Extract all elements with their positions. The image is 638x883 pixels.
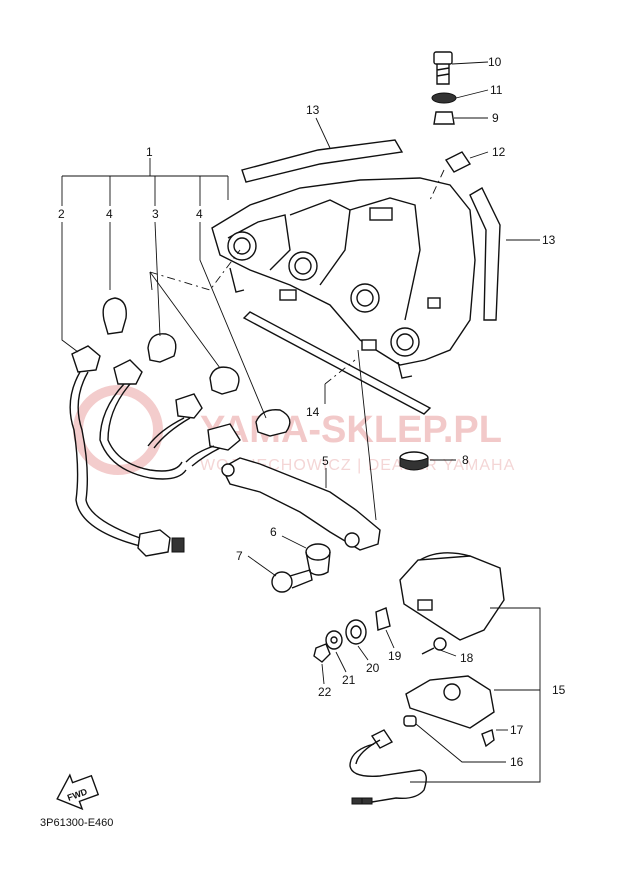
label-part-14: 14 [306,405,320,419]
label-part-4a: 4 [106,207,113,221]
fwd-arrow: FWD [56,773,100,811]
diagram-code: 3P61300-E460 [40,817,113,829]
license-light-base [405,675,495,729]
bulb-group [102,297,291,437]
stud-19 [375,607,391,631]
watermark-main: YAMA-SKLEP.PL [200,409,502,451]
label-part-19: 19 [388,649,402,663]
label-part-7: 7 [236,549,243,563]
wire-harness [69,345,241,557]
label-part-13a: 13 [306,103,320,117]
label-part-17: 17 [510,723,524,737]
label-part-16: 16 [510,755,524,769]
label-part-15: 15 [552,683,566,697]
label-part-8: 8 [462,453,469,467]
seal-strip-top [241,139,404,183]
label-part-3: 3 [152,207,159,221]
tail-light-housing [211,177,476,379]
label-part-13b: 13 [542,233,556,247]
nut-22 [313,643,331,663]
label-part-18: 18 [460,651,474,665]
license-light-lens [399,552,505,641]
license-socket-wire [349,715,427,805]
label-part-22: 22 [318,685,332,699]
screw-18 [421,637,447,655]
grommet-20 [345,619,367,645]
label-part-9: 9 [492,111,499,125]
label-part-5: 5 [322,454,329,468]
label-part-4b: 4 [196,207,203,221]
fastener-stack [431,51,472,173]
seal-strip-side [469,187,501,321]
label-part-20: 20 [366,661,380,675]
label-part-2: 2 [58,207,65,221]
leader-lines [61,61,541,783]
label-part-11: 11 [490,83,503,97]
label-part-1: 1 [146,145,153,159]
label-part-10: 10 [488,55,502,69]
label-part-12: 12 [492,145,506,159]
part-labels: 1 2 3 4 4 5 6 7 8 9 10 11 12 13 13 14 15… [58,55,566,769]
seal-strip-long [242,311,432,415]
washer-21 [325,630,343,650]
label-part-21: 21 [342,673,356,687]
bracket-5 [221,457,381,551]
screw-17 [481,729,495,748]
watermark: YAMA-SKLEP.PL WOJCIECHOWICZ | DEALER YAM… [73,385,515,475]
label-part-6: 6 [270,525,277,539]
bolt-7 [271,569,313,593]
grommet-8 [399,451,429,471]
watermark-sub: WOJCIECHOWICZ | DEALER YAMAHA [200,457,515,474]
